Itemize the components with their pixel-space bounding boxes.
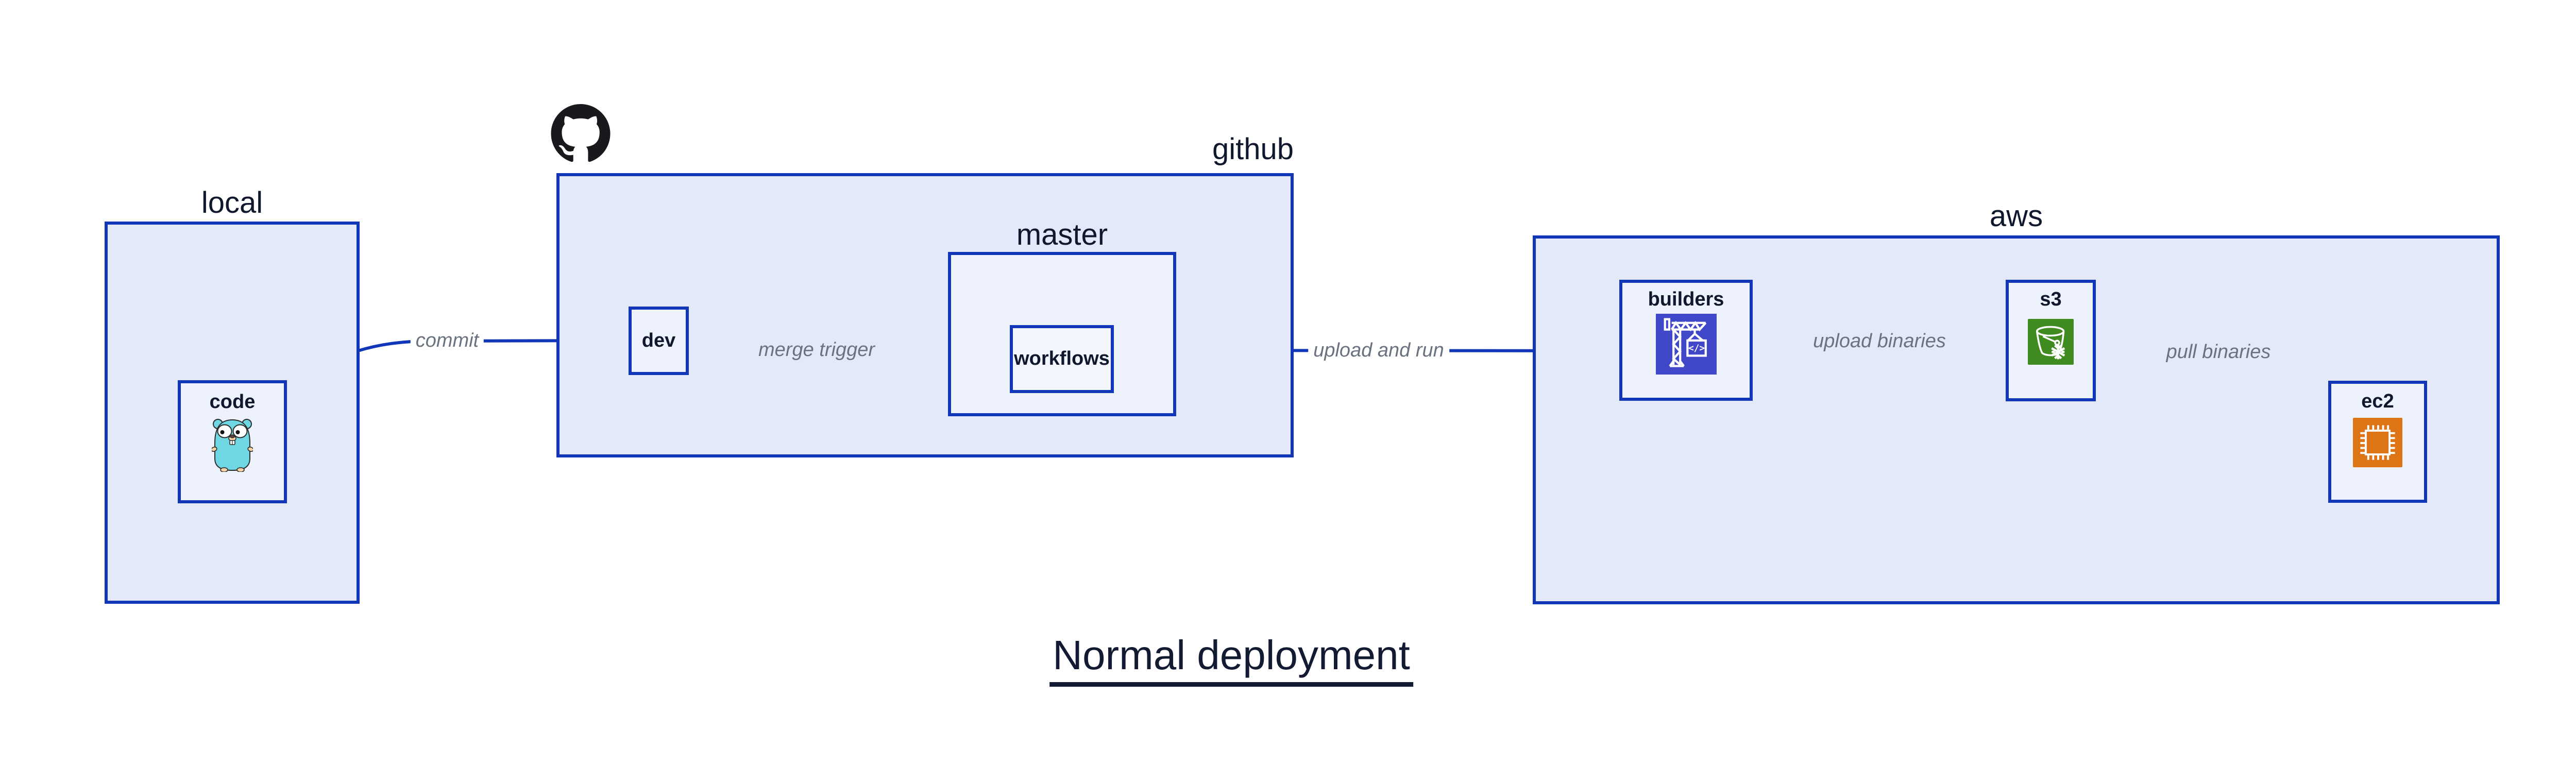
github-octocat-icon	[551, 104, 611, 162]
ec2-node: ec2	[2328, 381, 2427, 503]
s3-node-label: s3	[2040, 288, 2062, 310]
local-container-label: local	[201, 186, 263, 219]
codebuild-symbol: </>	[1688, 343, 1705, 353]
edge-label-commit: commit	[410, 330, 484, 352]
github-container-label: github	[1212, 132, 1294, 166]
edge-label-merge-trigger: merge trigger	[753, 339, 880, 362]
diagram-title: Normal deployment	[1049, 632, 1413, 687]
workflows-node: workflows	[1010, 325, 1114, 393]
aws-container-label: aws	[1989, 199, 2043, 233]
codebuild-crane-icon: </>	[1655, 313, 1717, 375]
s3-node: s3	[2006, 280, 2096, 401]
dev-node-label: dev	[641, 329, 676, 351]
edge-label-upload-and-run: upload and run	[1308, 339, 1449, 362]
workflows-node-label: workflows	[1014, 348, 1110, 370]
builders-node-label: builders	[1648, 288, 1724, 310]
code-node: code	[178, 380, 287, 503]
s3-bucket-icon	[2028, 318, 2074, 365]
edge-label-upload-binaries: upload binaries	[1808, 330, 1951, 353]
ec2-chip-icon	[2353, 417, 2402, 467]
go-gopher-icon	[212, 418, 253, 472]
builders-node: builders </>	[1619, 280, 1753, 401]
ec2-node-label: ec2	[2361, 390, 2394, 412]
dev-node: dev	[629, 307, 689, 375]
code-node-label: code	[209, 391, 256, 413]
master-container-label: master	[1016, 218, 1108, 251]
edge-label-pull-binaries: pull binaries	[2161, 341, 2276, 364]
